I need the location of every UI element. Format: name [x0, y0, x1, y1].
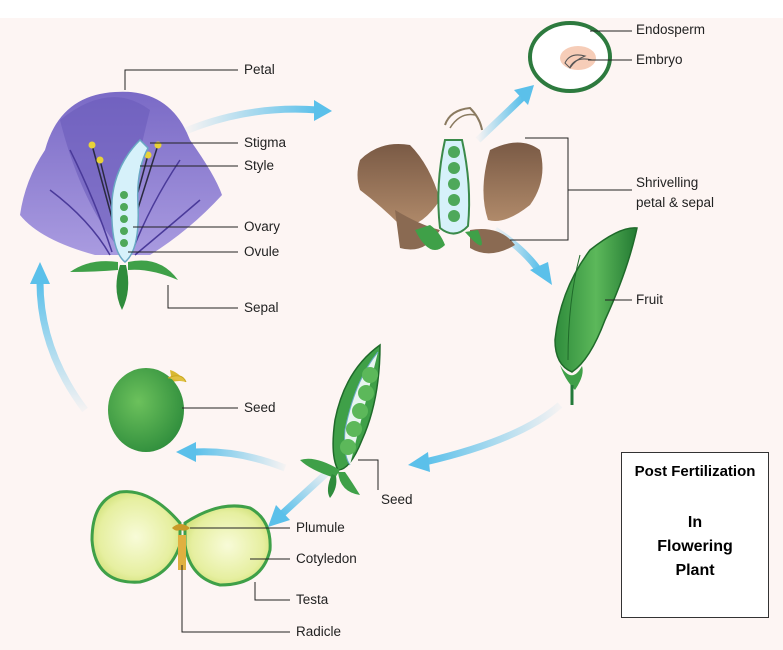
- label-stigma: Stigma: [244, 135, 287, 150]
- shrivelled-flower-illustration: [357, 106, 543, 254]
- title-line-1: Post Fertilization: [634, 463, 756, 480]
- flower-leader-lines: [124, 69, 238, 309]
- label-ovule: Ovule: [244, 244, 280, 259]
- embryo-leader-lines: [588, 30, 632, 61]
- label-petal: Petal: [244, 62, 275, 77]
- fruit-illustration: [554, 227, 638, 405]
- arrow-pod-to-seed: [176, 442, 287, 472]
- label-sepal: Sepal: [244, 300, 279, 315]
- pod-seed-leader-line: [358, 459, 379, 490]
- seed-section-illustration: [528, 21, 612, 93]
- arrow-fruit-to-pod: [408, 402, 563, 472]
- label-fruit: Fruit: [636, 292, 663, 307]
- label-embryo: Embryo: [636, 52, 683, 67]
- title-line-2: In Flowering Plant: [657, 514, 733, 579]
- label-cotyledon: Cotyledon: [296, 551, 357, 566]
- label-shrivelling: Shrivelling petal & sepal: [636, 175, 715, 210]
- label-endosperm: Endosperm: [636, 22, 706, 37]
- label-testa: Testa: [296, 592, 329, 607]
- shrivelling-bracket: [510, 137, 632, 241]
- label-seed: Seed: [244, 400, 276, 415]
- label-radicle: Radicle: [296, 624, 342, 639]
- cotyledon-illustration: [90, 490, 272, 587]
- label-ovary: Ovary: [244, 219, 281, 234]
- cotyledon-leader-lines: [181, 527, 290, 633]
- label-style: Style: [244, 158, 275, 173]
- label-plumule: Plumule: [296, 520, 345, 535]
- arrow-pod-to-cotyledon: [268, 467, 333, 527]
- label-pod-seed: Seed: [381, 492, 413, 507]
- arrow-flower-to-shrivelled: [184, 100, 332, 134]
- arrow-to-embryo: [475, 85, 534, 143]
- arrow-seed-to-flower: [30, 262, 88, 413]
- top-band: [0, 0, 783, 18]
- title-box: Post Fertilization In Flowering Plant: [621, 452, 769, 618]
- open-pod-illustration: [300, 343, 381, 498]
- seed-illustration: [108, 368, 187, 452]
- flower-illustration: [20, 91, 222, 310]
